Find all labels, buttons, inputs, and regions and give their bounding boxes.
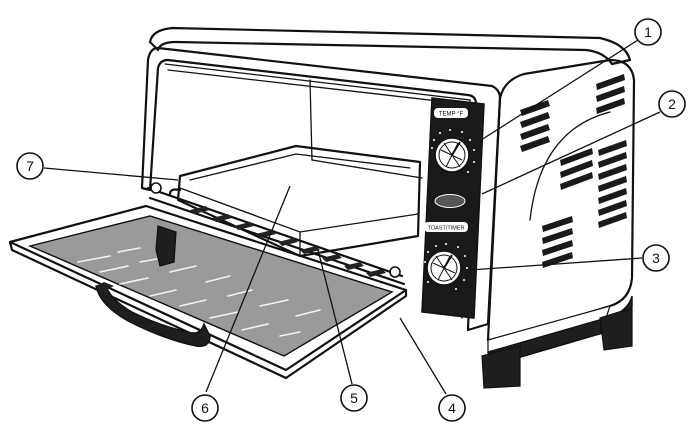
temp-label-badge [434, 108, 468, 118]
door-hinge [155, 225, 177, 267]
temperature-scale-ticks [431, 129, 475, 173]
callout-7-label: 7 [26, 158, 34, 174]
bake-pan[interactable] [176, 144, 422, 258]
wire-rack[interactable] [146, 182, 406, 286]
timer-label-badge [424, 222, 468, 232]
callout-7: 7 [16, 152, 44, 180]
callout-5-label: 5 [350, 390, 358, 406]
temp-label: TEMP °F [439, 112, 464, 118]
callout-3: 3 [642, 244, 670, 272]
callout-4: 4 [438, 394, 466, 422]
callout-2: 2 [658, 90, 686, 118]
callout-5: 5 [340, 384, 368, 412]
callout-4-label: 4 [448, 400, 456, 416]
oven-base [481, 295, 633, 389]
timer-scale-ticks [424, 243, 468, 290]
oven-body [140, 26, 636, 342]
front-foot [481, 345, 521, 389]
rear-foot [599, 307, 633, 351]
glass-highlights [77, 247, 321, 337]
power-indicator-light [434, 194, 466, 208]
toast-timer-knob[interactable] [426, 250, 462, 286]
door-handle[interactable] [95, 282, 211, 347]
temperature-knob[interactable] [434, 137, 470, 173]
control-panel: TEMP °F TOAST/TIMER [421, 97, 485, 319]
callout-6-label: 6 [201, 400, 209, 416]
callout-6: 6 [191, 394, 219, 422]
callout-leaders [43, 39, 661, 395]
callout-1: 1 [634, 18, 662, 46]
callout-1-label: 1 [644, 24, 652, 40]
callout-2-label: 2 [668, 96, 676, 112]
oven-door[interactable] [8, 204, 408, 380]
timer-label: TOAST/TIMER [428, 226, 465, 232]
side-vents [520, 74, 627, 268]
callout-3-label: 3 [652, 250, 660, 266]
